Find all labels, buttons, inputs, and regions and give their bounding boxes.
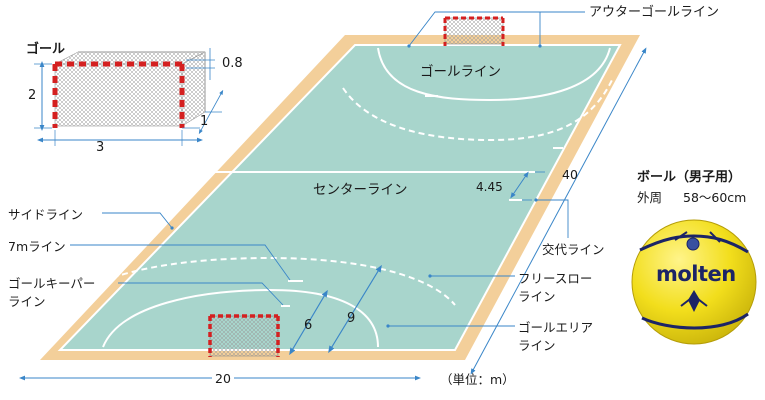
- bottom-free-throw-line: [67, 256, 456, 306]
- outer-goal-line-leader: [408, 11, 585, 47]
- free-throw-radius-value: 9: [347, 311, 356, 326]
- seven-m-line-label: 7mライン: [8, 239, 66, 254]
- court-length-value: 40: [562, 167, 578, 182]
- free-throw-line-label-2: ライン: [518, 289, 556, 304]
- outer-goal-line-label: アウターゴールライン: [589, 5, 720, 20]
- substitution-offset-value: 4.45: [476, 180, 503, 194]
- substitution-line-label: 交代ライン: [542, 242, 605, 257]
- ball-title: ボール（男子用）: [637, 170, 742, 185]
- unit-note: （単位：m）: [440, 372, 515, 387]
- goal-bar-size-value: 0.8: [222, 56, 243, 71]
- court-width-value: 20: [212, 371, 234, 386]
- seven-m-line-leader: [70, 244, 291, 281]
- ball-illustration: [631, 219, 757, 345]
- goal-area-radius-value: 6: [304, 318, 313, 333]
- side-line-label: サイドライン: [8, 207, 84, 222]
- substitution-line-leader: [536, 199, 569, 238]
- goal-width-value: 3: [96, 140, 105, 155]
- ball-circumference-value: 58〜60cm: [683, 190, 747, 205]
- goal-area-line-label-1: ゴールエリア: [518, 320, 594, 335]
- goalkeeper-line-label-2: ライン: [8, 294, 46, 309]
- goalkeeper-line-label-1: ゴールキーパー: [8, 276, 96, 291]
- center-line-label: センターライン: [313, 182, 408, 198]
- bottom-goal: [208, 314, 280, 357]
- goal-height-value: 2: [28, 88, 37, 103]
- goal-line-label: ゴールライン: [420, 64, 501, 80]
- goal-panel-title: ゴール: [26, 42, 66, 57]
- goalkeeper-line-leader: [118, 282, 284, 306]
- ball-circumference-label: 外周: [637, 190, 663, 205]
- side-line-leader: [102, 212, 173, 229]
- length-dimension-arrow: [470, 47, 647, 375]
- goal-area-radius-arrow: [289, 289, 328, 356]
- goal-depth-value: 1: [200, 114, 209, 129]
- substitution-offset-arrow: [510, 171, 529, 199]
- free-throw-radius-arrow: [328, 264, 382, 354]
- free-throw-line-label-1: フリースロー: [518, 271, 593, 286]
- top-goal: [443, 16, 505, 46]
- goal-area-line-label-2: ライン: [518, 338, 556, 353]
- ball-brand-logo: molten: [656, 262, 736, 286]
- goal-detail-illustration: [34, 48, 224, 146]
